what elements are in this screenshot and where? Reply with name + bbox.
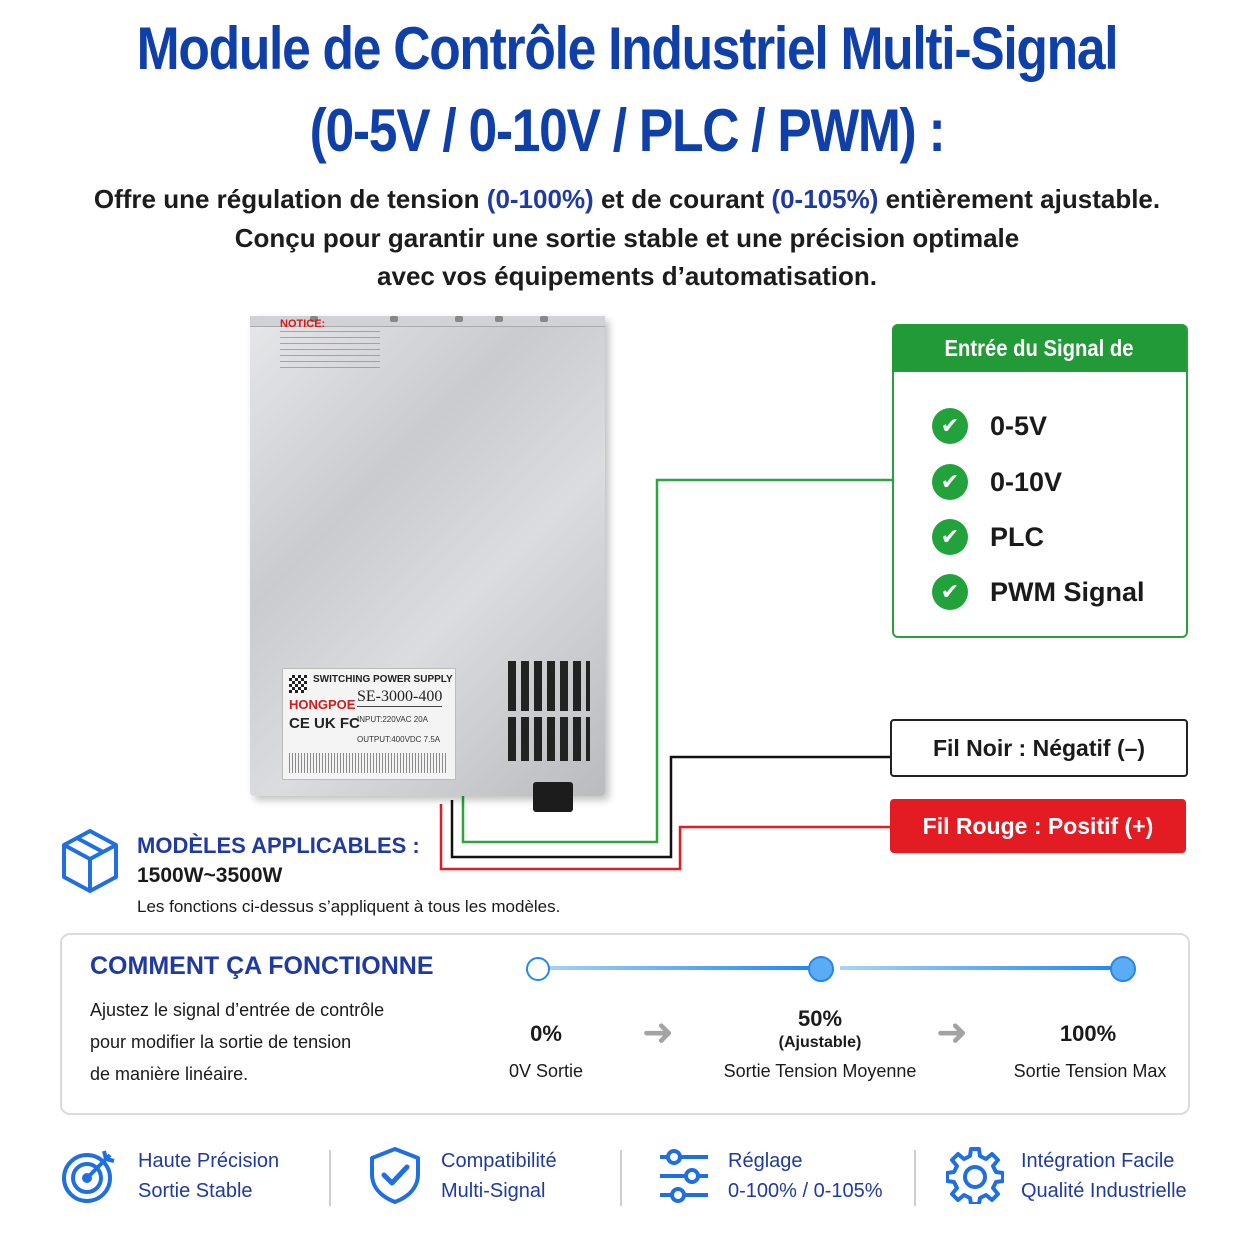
option-label: 0-10V	[990, 466, 1063, 497]
arrow-right-icon: ➜	[936, 1012, 968, 1054]
target-icon	[62, 1150, 115, 1203]
sliders-icon	[660, 1149, 708, 1203]
gear-icon	[946, 1147, 1004, 1204]
step-100-label: Sortie Tension Max	[1013, 1061, 1167, 1081]
shield-check-icon	[370, 1147, 420, 1204]
power-supply-image: NOTICE: SWITCHING POWER SUPPLY HONGPOE S…	[250, 316, 605, 812]
control-input-header-text: Entrée du Signal de Contrôle	[944, 335, 1134, 409]
feature-divider	[329, 1150, 331, 1206]
progress-track-1	[538, 966, 810, 970]
feature-divider	[620, 1150, 622, 1206]
step-dot-100	[1110, 956, 1136, 982]
how-desc-line: Ajustez le signal d’entrée de contrôle	[90, 1000, 385, 1020]
feature-1-line-1: Haute Précision	[138, 1150, 280, 1172]
red-wire-label: Fil Rouge : Positif (+)	[890, 799, 1186, 853]
subtitle-line-3: avec vos équipements d’automatisation.	[377, 261, 877, 291]
title-line-2: (0-5V / 0-10V / PLC / PWM) :	[309, 97, 946, 164]
notice-label: NOTICE:	[280, 318, 326, 330]
option-plc: ✔ PLC	[932, 519, 1044, 555]
terminal-screw	[495, 316, 503, 322]
notice-text	[280, 331, 380, 371]
black-wire-label: Fil Noir : Négatif (–)	[890, 719, 1188, 777]
terminal-screw	[455, 316, 463, 322]
ac-socket	[533, 782, 573, 812]
feature-4-line-1: Intégration Facile	[1021, 1150, 1175, 1172]
progress-track-2	[840, 966, 1112, 970]
control-input-header: Entrée du Signal de Contrôle	[892, 324, 1186, 409]
step-0-pct: 0%	[530, 1021, 562, 1046]
feature-2: Compatibilité Multi-Signal	[441, 1146, 557, 1206]
how-desc-line: de manière linéaire.	[90, 1064, 249, 1084]
subtitle-line-2: Conçu pour garantir une sortie stable et…	[234, 223, 1020, 253]
red-wire	[439, 804, 890, 871]
subtitle-text: et de courant	[593, 184, 772, 214]
check-icon: ✔	[932, 464, 968, 500]
input-rating: INPUT:220VAC 20A	[357, 715, 428, 724]
voltage-range: (0-100%)	[486, 184, 594, 214]
feature-3-line-1: Réglage	[728, 1150, 803, 1172]
check-icon: ✔	[932, 408, 968, 444]
how-it-works-panel	[60, 933, 1190, 1115]
output-rating: OUTPUT:400VDC 7.5A	[357, 735, 441, 744]
current-range: (0-105%)	[771, 184, 879, 214]
subtitle-text: entièrement ajustable.	[878, 184, 1161, 214]
feature-3: Réglage 0-100% / 0-105%	[728, 1146, 883, 1206]
option-pwm: ✔ PWM Signal	[932, 574, 1145, 610]
option-label: PLC	[990, 521, 1044, 552]
feature-2-line-1: Compatibilité	[441, 1150, 557, 1172]
step-0-label: 0V Sortie	[508, 1061, 584, 1081]
cert-marks: CE UK FC	[289, 715, 360, 732]
qr-code-icon	[289, 675, 307, 693]
psu-top-edge	[250, 316, 605, 327]
option-label: 0-5V	[990, 410, 1048, 441]
spec-label: SWITCHING POWER SUPPLY HONGPOE SE-3000-4…	[282, 668, 456, 780]
step-dot-0	[526, 957, 550, 981]
title-line-1: Module de Contrôle Industriel Multi-Sign…	[136, 15, 1119, 82]
how-description: Ajustez le signal d’entrée de contrôle p…	[90, 994, 470, 1090]
step-50-label: Sortie Tension Moyenne	[723, 1061, 917, 1081]
check-icon: ✔	[932, 574, 968, 610]
models-range: 1500W~3500W	[137, 864, 283, 887]
terminal-screw	[540, 316, 548, 322]
label-title: SWITCHING POWER SUPPLY	[313, 674, 453, 685]
check-icon: ✔	[932, 519, 968, 555]
terminal-screw	[390, 316, 398, 322]
option-0-10v: ✔ 0-10V	[932, 464, 1062, 500]
step-dot-50	[808, 956, 834, 982]
models-heading: MODÈLES APPLICABLES :	[137, 833, 420, 858]
barcode	[289, 753, 447, 773]
option-0-5v: ✔ 0-5V	[932, 408, 1047, 444]
green-wire	[461, 478, 892, 844]
cube-icon	[62, 829, 118, 893]
option-label: PWM Signal	[990, 576, 1145, 607]
models-note: Les fonctions ci-dessus s’appliquent à t…	[137, 897, 561, 916]
feature-4-line-2: Qualité Industrielle	[1021, 1180, 1187, 1202]
subtitle-text: Offre une régulation de tension	[93, 184, 487, 214]
vent-divider	[508, 711, 590, 717]
model-number: SE-3000-400	[357, 688, 443, 707]
feature-1-line-2: Sortie Stable	[138, 1180, 253, 1202]
feature-3-line-2: 0-100% / 0-105%	[728, 1180, 883, 1202]
feature-4: Intégration Facile Qualité Industrielle	[1021, 1146, 1187, 1206]
feature-divider	[914, 1150, 916, 1206]
black-wire	[450, 755, 890, 859]
step-100-pct: 100%	[1059, 1021, 1117, 1046]
how-heading: COMMENT ÇA FONCTIONNE	[90, 952, 434, 980]
step-50-pct: 50%	[797, 1006, 843, 1031]
arrow-right-icon: ➜	[642, 1012, 674, 1054]
brand-name: HONGPOE	[289, 697, 356, 712]
subtitle-line-1: Offre une régulation de tension (0-100%)…	[0, 184, 1254, 215]
feature-1: Haute Précision Sortie Stable	[138, 1146, 279, 1206]
terminal-screw	[310, 316, 318, 322]
feature-2-line-2: Multi-Signal	[441, 1180, 546, 1202]
how-desc-line: pour modifier la sortie de tension	[90, 1032, 352, 1052]
step-50-note: (Ajustable)	[778, 1034, 862, 1051]
